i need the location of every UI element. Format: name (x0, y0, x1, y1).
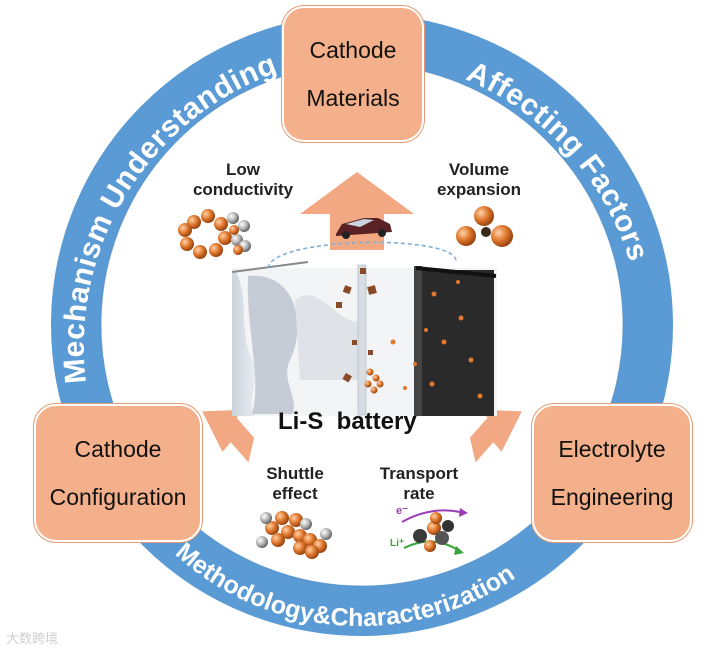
battery-cell-illustration (231, 261, 497, 416)
li-s-battery-title: Li-S battery (278, 408, 417, 435)
transport-rate-icon: e⁻ Li⁺ (390, 505, 468, 555)
electrolyte-engineering-box: Electrolyte Engineering (532, 404, 692, 542)
electron-label: e⁻ (396, 505, 408, 517)
cathode-materials-box: Cathode Materials (282, 6, 424, 142)
box-line-2: Engineering (550, 484, 674, 510)
arrow-left (202, 409, 255, 463)
label-line-2: conductivity (192, 180, 294, 199)
label-line-1: Low (226, 160, 260, 179)
cathode-configuration-box: Cathode Configuration (34, 404, 202, 542)
label-line-1: Shuttle (266, 464, 324, 483)
lithium-ion-label: Li⁺ (390, 538, 404, 549)
label-line-1: Transport (379, 464, 459, 483)
label-line-2: expansion (436, 180, 522, 199)
transport-rate-label: Transport rate (366, 464, 472, 504)
arrow-up (300, 172, 414, 250)
box-line-2: Configuration (49, 484, 187, 510)
sulfur-ring-icon (178, 209, 251, 259)
label-line-2: effect (272, 484, 318, 503)
low-conductivity-label: Low conductivity (178, 160, 308, 200)
label-line-1: Volume (448, 160, 510, 179)
box-line-1: Cathode (309, 37, 397, 63)
car-icon (267, 218, 457, 269)
box-line-1: Cathode (74, 436, 162, 462)
label-line-2: rate (403, 484, 435, 503)
arrow-right (469, 409, 522, 463)
shuttle-effect-label: Shuttle effect (250, 464, 340, 504)
watermark: 大数跨境 (6, 632, 59, 647)
volume-expansion-label: Volume expansion (424, 160, 534, 200)
volume-expansion-icon (456, 206, 513, 247)
box-line-1: Electrolyte (558, 436, 666, 462)
shuttle-cluster-icon (256, 511, 332, 559)
box-line-2: Materials (306, 85, 400, 111)
